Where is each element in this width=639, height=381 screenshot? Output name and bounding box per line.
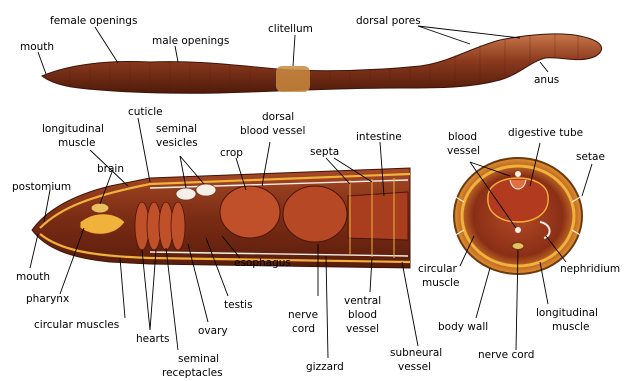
label-circular-muscles: circular muscles <box>34 319 119 331</box>
label-ventral-blood-vessel-line3: vessel <box>346 323 379 335</box>
longitudinal-section <box>32 168 410 268</box>
label-cs-longitudinal-muscle-line1: longitudinal <box>536 307 598 319</box>
label-ovary: ovary <box>198 325 228 337</box>
crop-shape <box>220 186 280 238</box>
intestine-shape <box>348 192 408 240</box>
label-nerve-cord-line2: cord <box>292 323 315 335</box>
label-body-wall: body wall <box>438 321 488 333</box>
label-seminal-receptacles-line1: seminal <box>178 353 219 365</box>
label-postomium: postomium <box>12 181 71 193</box>
label-hearts: hearts <box>136 333 169 345</box>
label-esophagus: esophagus <box>234 257 291 269</box>
label-mouth-side: mouth <box>16 271 50 283</box>
label-cs-nerve-cord: nerve cord <box>478 349 534 361</box>
label-dorsal-blood-vessel-line1: dorsal <box>262 111 294 123</box>
label-testis: testis <box>224 299 253 311</box>
label-nephridium: nephridium <box>560 263 620 275</box>
label-gizzard: gizzard <box>306 361 344 373</box>
label-cuticle: cuticle <box>128 106 163 118</box>
label-dorsal-blood-vessel-line2: blood vessel <box>240 125 305 137</box>
brain-shape <box>91 203 109 213</box>
clitellum-band <box>276 66 310 92</box>
cs-dorsal-vessel <box>515 171 521 177</box>
label-septa: septa <box>310 146 339 158</box>
label-longitudinal-muscle-line1: longitudinal <box>42 123 104 135</box>
label-ventral-blood-vessel-line2: blood <box>348 309 377 321</box>
label-intestine: intestine <box>356 131 402 143</box>
gizzard-shape <box>283 186 347 242</box>
label-pharynx: pharynx <box>26 293 69 305</box>
label-cs-blood-vessel-line1: blood <box>448 131 477 143</box>
label-subneural-vessel-line2: vessel <box>398 361 431 373</box>
label-setae: setae <box>576 151 605 163</box>
label-crop: crop <box>220 147 243 159</box>
label-cs-longitudinal-muscle-line2: muscle <box>552 321 590 333</box>
label-cs-blood-vessel-line2: vessel <box>447 145 480 157</box>
label-male-openings: male openings <box>152 35 229 47</box>
label-longitudinal-muscle-line2: muscle <box>58 137 96 149</box>
label-subneural-vessel-line1: subneural <box>390 347 442 359</box>
external-worm <box>42 33 602 94</box>
label-seminal-vesicles-line2: vesicles <box>156 137 198 149</box>
label-seminal-vesicles-line1: seminal <box>156 123 197 135</box>
label-dorsal-pores: dorsal pores <box>356 15 421 27</box>
label-cs-circular-muscle-line2: muscle <box>422 277 460 289</box>
cs-nerve-cord-shape <box>512 243 524 250</box>
label-seminal-receptacles-line2: receptacles <box>162 367 223 379</box>
worm-body <box>42 34 602 93</box>
label-ventral-blood-vessel-line1: ventral <box>344 295 381 307</box>
label-anus: anus <box>534 74 559 86</box>
label-mouth-top: mouth <box>20 41 54 53</box>
label-cs-circular-muscle-line1: circular <box>418 263 458 275</box>
label-nerve-cord-line1: nerve <box>288 309 318 321</box>
label-brain: brain <box>97 163 124 175</box>
label-clitellum: clitellum <box>268 23 313 35</box>
label-female-openings: female openings <box>50 15 137 27</box>
label-digestive-tube: digestive tube <box>508 127 583 139</box>
